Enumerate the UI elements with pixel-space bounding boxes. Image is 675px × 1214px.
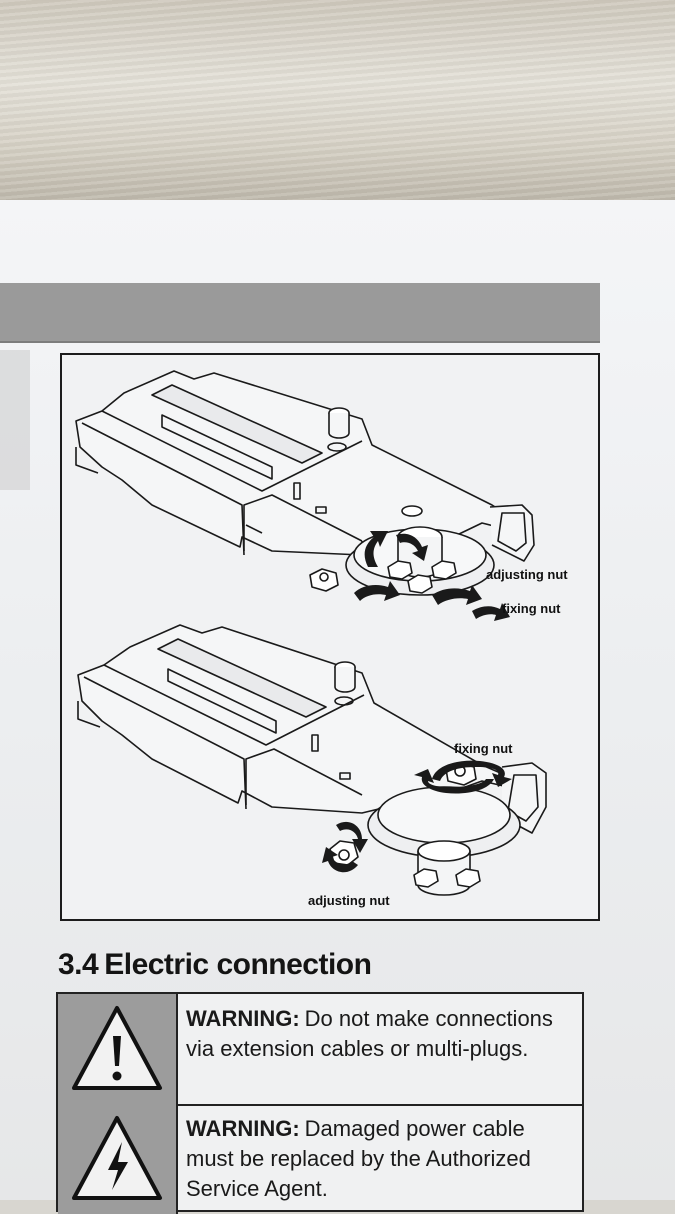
warning-label: WARNING: <box>186 1116 300 1141</box>
desk-background <box>0 0 675 205</box>
warning-row: WARNING:Do not make connections via exte… <box>58 994 582 1106</box>
section-title-text: Electric connection <box>104 948 372 981</box>
page-edge-strip <box>0 350 30 490</box>
warning-table: WARNING:Do not make connections via exte… <box>56 992 584 1214</box>
warning-icon-cell <box>58 1104 178 1214</box>
warning-row: WARNING:Damaged power cable must be repl… <box>58 1104 582 1214</box>
exclamation-triangle-icon <box>72 1006 162 1090</box>
callout-bottom-adjusting-nut: adjusting nut <box>308 893 390 908</box>
callout-top-fixing-nut: fixing nut <box>502 601 561 616</box>
callout-top-adjusting-nut: adjusting nut <box>486 567 568 582</box>
warning-message: Damaged power cable must be replaced by … <box>186 1116 531 1201</box>
section-number: 3.4 <box>58 948 99 981</box>
header-band <box>0 283 600 343</box>
warning-icon-cell <box>58 994 178 1104</box>
lightning-triangle-icon <box>72 1116 162 1200</box>
warning-text: WARNING:Damaged power cable must be repl… <box>186 1114 576 1204</box>
door-hinge-illustration: adjusting nut fixing nut fixing nut adju… <box>60 353 600 921</box>
warning-label: WARNING: <box>186 1006 300 1031</box>
hinge-drawing <box>75 370 547 896</box>
warning-text: WARNING:Do not make connections via exte… <box>186 1004 576 1064</box>
callout-bottom-fixing-nut: fixing nut <box>454 741 513 756</box>
warning-message: Do not make connections via extension ca… <box>186 1006 553 1061</box>
